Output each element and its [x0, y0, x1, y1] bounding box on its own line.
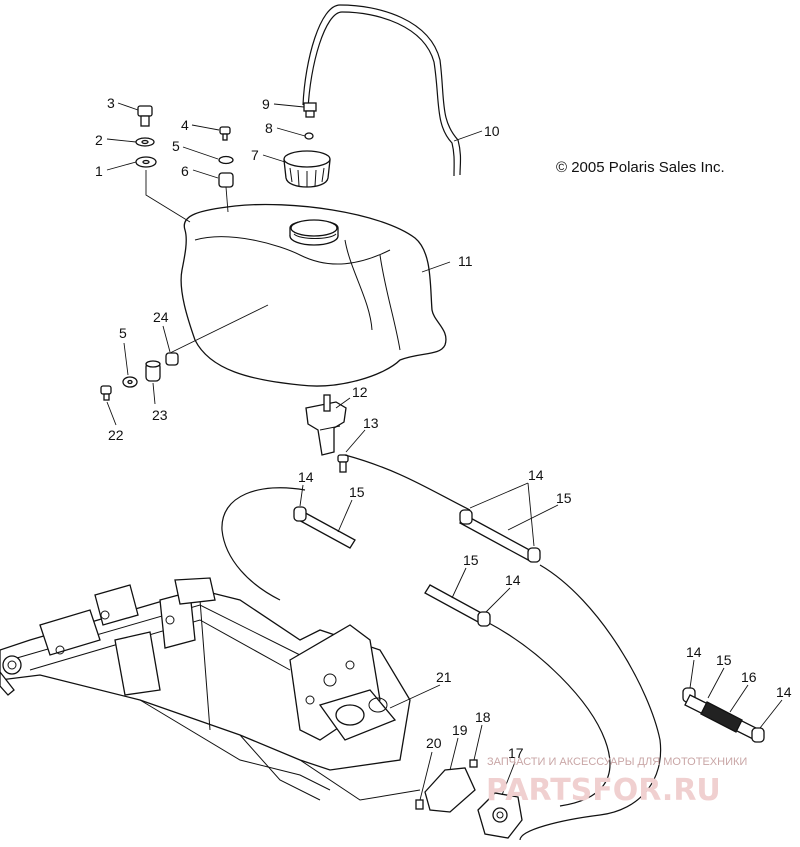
callout-22: 22 — [108, 427, 124, 443]
washer-5-mid — [123, 377, 137, 387]
callout-15-b: 15 — [556, 490, 572, 506]
fuel-cap-7 — [284, 151, 330, 187]
callout-23: 23 — [152, 407, 168, 423]
callout-15-d: 15 — [716, 652, 732, 668]
callout-14-b: 14 — [528, 467, 544, 483]
callout-1: 1 — [95, 163, 103, 179]
bracket-12 — [306, 395, 346, 455]
spacer-23 — [146, 361, 160, 381]
bolt-3 — [138, 106, 152, 126]
callout-18: 18 — [475, 709, 491, 725]
washer-2 — [136, 138, 154, 146]
callout-20: 20 — [426, 735, 442, 751]
callout-14-e: 14 — [776, 684, 792, 700]
callout-15-c: 15 — [463, 552, 479, 568]
screw-18 — [470, 760, 477, 767]
callout-7: 7 — [251, 147, 259, 163]
callout-14-c: 14 — [505, 572, 521, 588]
callout-11: 11 — [458, 253, 473, 269]
watermark-brand: PARTSFOR.RU — [486, 773, 721, 808]
fuel-tank-11 — [181, 204, 446, 385]
callout-6: 6 — [181, 163, 189, 179]
copyright-notice: © 2005 Polaris Sales Inc. — [556, 159, 725, 176]
fuel-filter-16 — [683, 688, 764, 742]
bushing-6 — [219, 173, 233, 187]
callout-12: 12 — [352, 384, 368, 400]
callout-13: 13 — [363, 415, 379, 431]
hose-route-upper — [222, 488, 305, 600]
washer-1 — [136, 157, 156, 167]
callout-5-top: 5 — [172, 138, 180, 154]
callout-14-d: 14 — [686, 644, 702, 660]
callout-3: 3 — [107, 95, 115, 111]
gasket-19 — [425, 768, 475, 812]
fitting-9 — [304, 103, 316, 117]
screw-20 — [416, 800, 423, 809]
callout-19: 19 — [452, 722, 468, 738]
frame-21 — [0, 578, 420, 800]
callout-14-a: 14 — [298, 469, 314, 485]
callout-16: 16 — [741, 669, 757, 685]
grommet-24 — [166, 353, 178, 365]
watermark-tagline: ЗАПЧАСТИ И АКСЕССУАРЫ ДЛЯ МОТОТЕХНИКИ — [487, 756, 747, 768]
callout-9: 9 — [262, 96, 270, 112]
callout-10: 10 — [484, 123, 500, 139]
screw-4 — [220, 127, 230, 140]
washer-5-top — [219, 157, 233, 164]
callout-24: 24 — [153, 309, 169, 325]
callout-4: 4 — [181, 117, 189, 133]
callout-8: 8 — [265, 120, 273, 136]
hose-15-c — [425, 585, 490, 626]
bolt-22 — [101, 386, 111, 400]
callout-5-mid: 5 — [119, 325, 127, 341]
clip-8 — [305, 133, 313, 139]
callout-21: 21 — [436, 669, 452, 685]
bolt-13 — [338, 455, 348, 472]
callout-2: 2 — [95, 132, 103, 148]
callout-15-a: 15 — [349, 484, 365, 500]
